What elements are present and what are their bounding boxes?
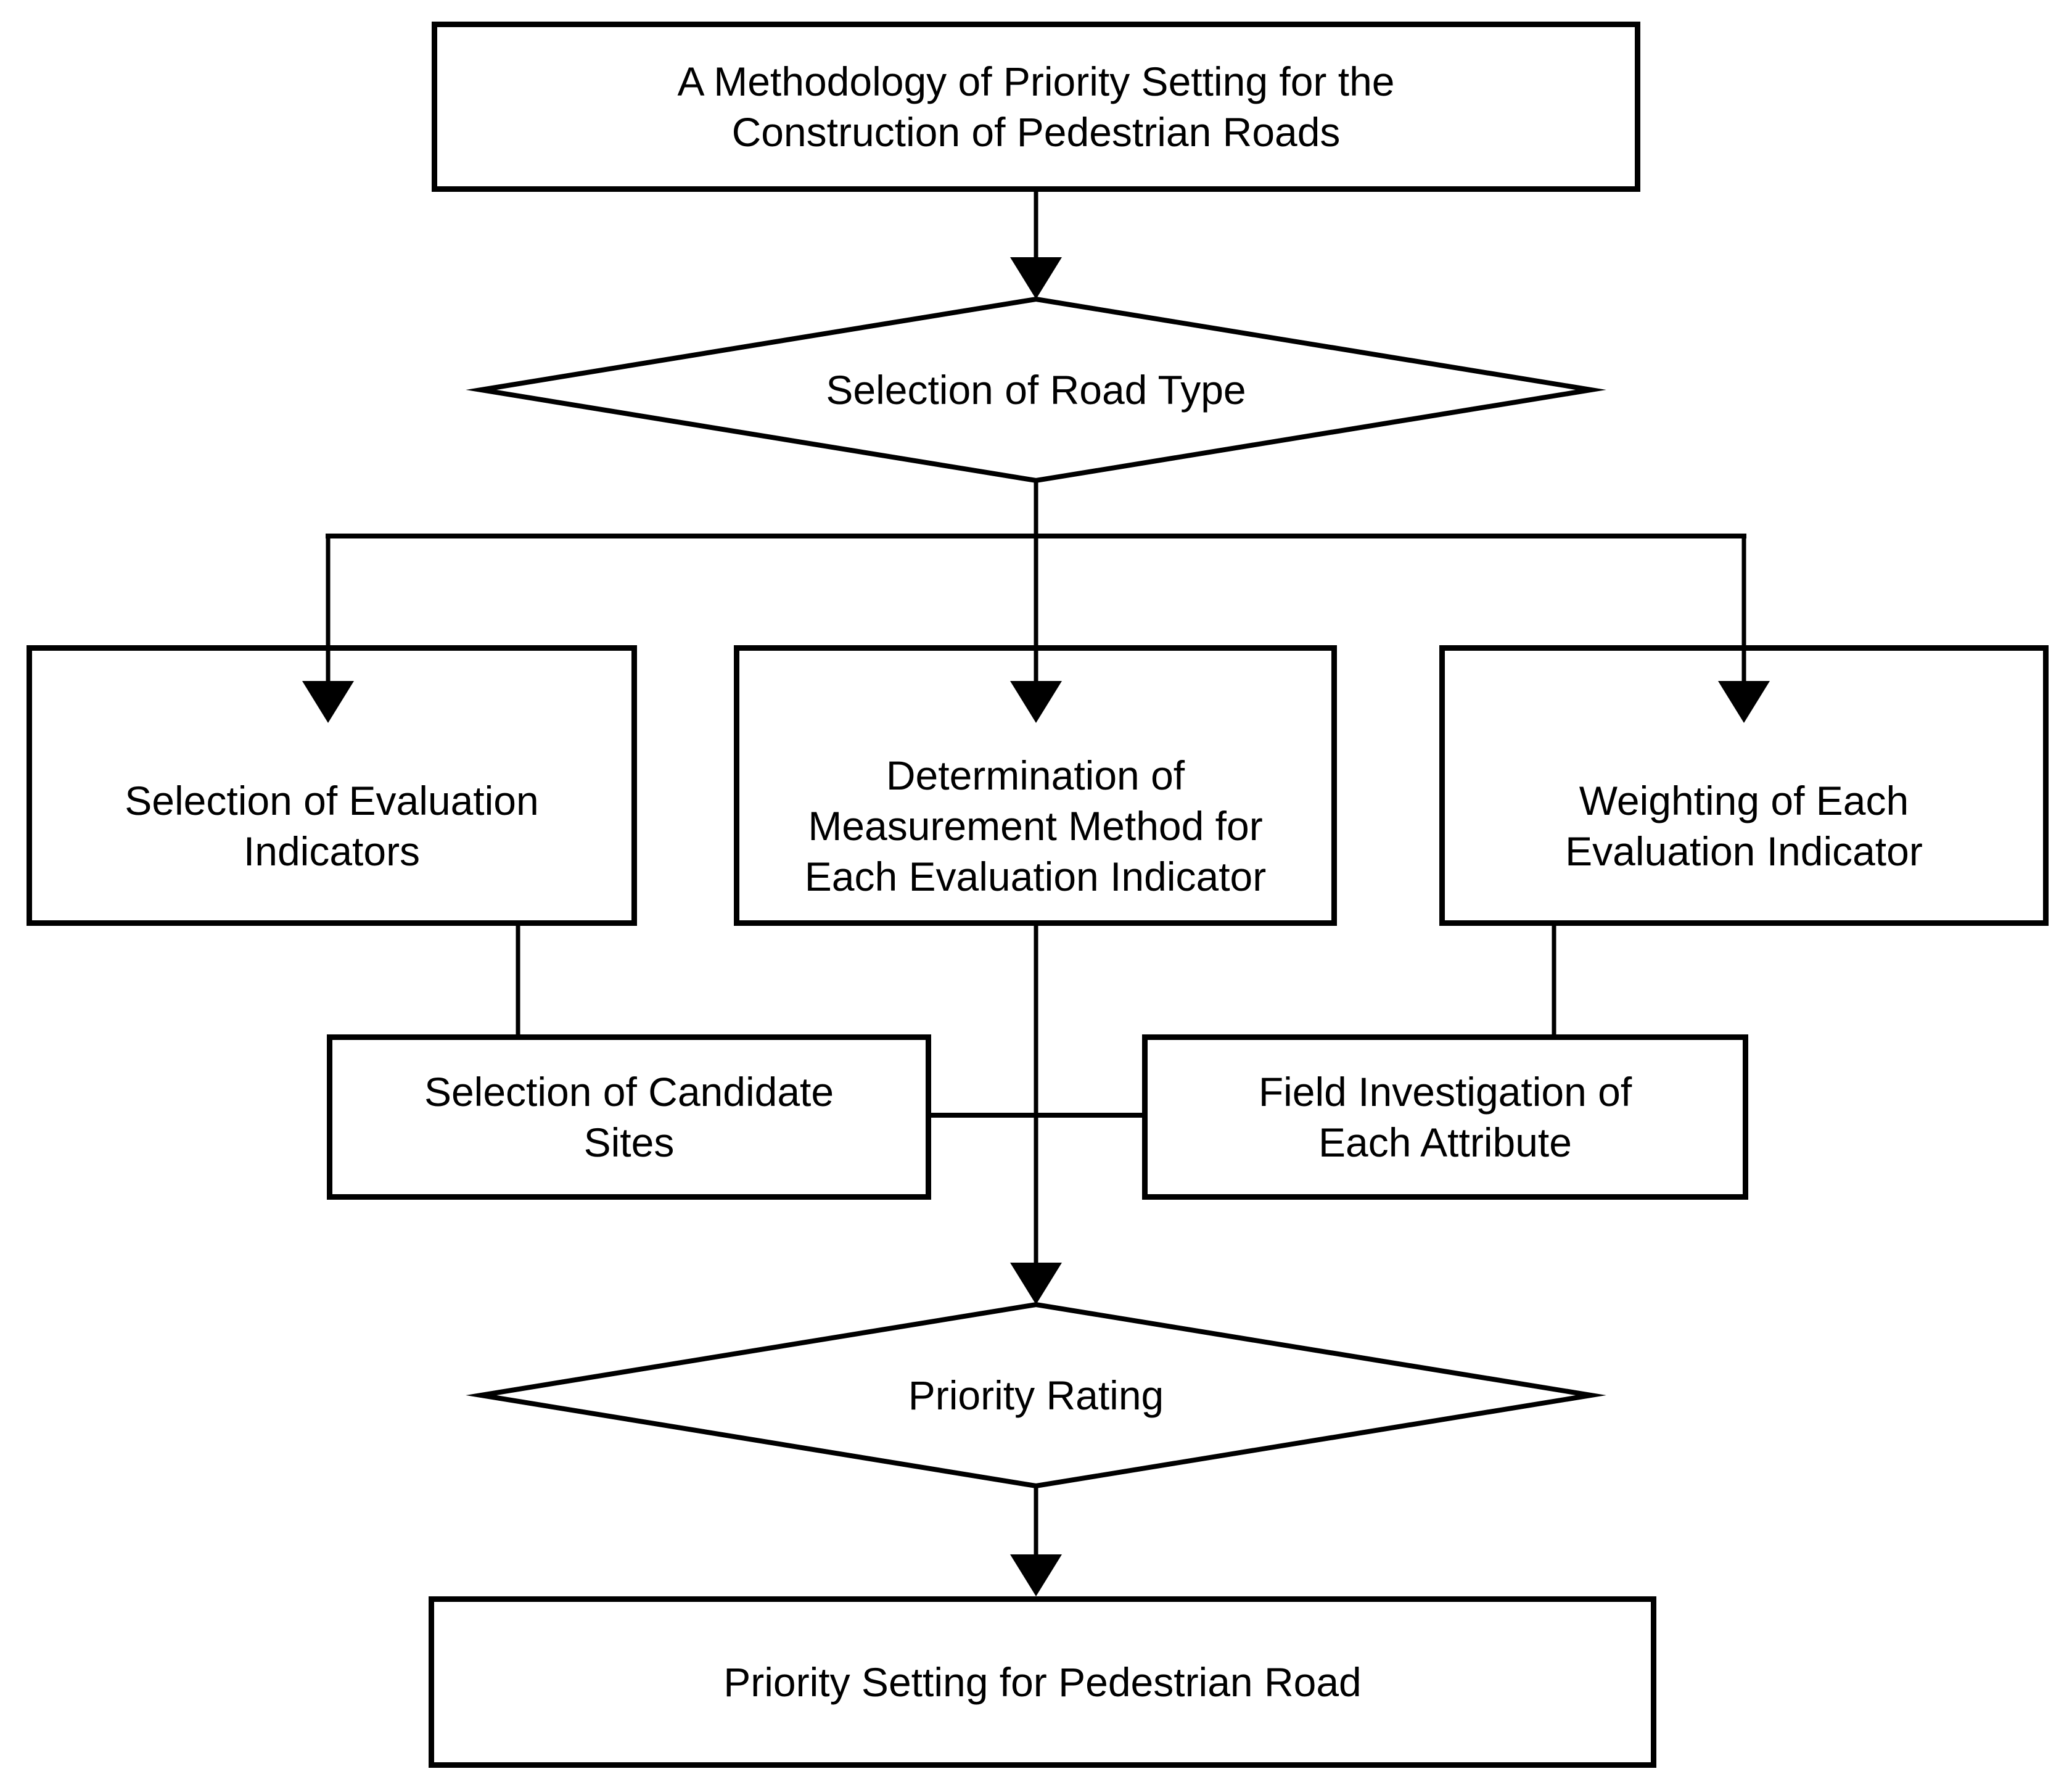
field-investigation-box: Field Investigation of Each Attribute <box>1142 1034 1748 1200</box>
candidate-sites-label-line2: Sites <box>583 1120 675 1165</box>
measurement-method-label-line1: Determination of <box>886 752 1185 798</box>
weighting-label-line1: Weighting of Each <box>1579 777 1909 823</box>
measurement-method-label-line2: Measurement Method for <box>808 802 1263 849</box>
measurement-method-label-line3: Each Evaluation Indicator <box>804 853 1267 899</box>
methodology-label-line2: Construction of Pedestrian Roads <box>731 109 1341 155</box>
evaluation-indicators-box: Selection of Evaluation Indicators <box>27 645 637 926</box>
arrowhead-to-priority-setting-icon <box>1010 1554 1062 1596</box>
priority-setting-label: Priority Setting for Pedestrian Road <box>723 1659 1362 1705</box>
arrowhead-to-road-type-icon <box>1010 257 1062 299</box>
field-investigation-label-line1: Field Investigation of <box>1258 1069 1632 1115</box>
candidate-sites-label-line1: Selection of Candidate <box>424 1069 834 1115</box>
measurement-method-box: Determination of Measurement Method for … <box>734 645 1337 926</box>
arrowhead-to-priority-rating-icon <box>1010 1263 1062 1305</box>
priority-rating-label: Priority Rating <box>908 1372 1164 1418</box>
evaluation-indicators-label-line2: Indicators <box>243 828 421 874</box>
weighting-label-line2: Evaluation Indicator <box>1565 828 1923 874</box>
methodology-label-line1: A Methodology of Priority Setting for th… <box>677 59 1395 104</box>
priority-setting-box: Priority Setting for Pedestrian Road <box>429 1596 1656 1768</box>
candidate-sites-box: Selection of Candidate Sites <box>327 1034 931 1200</box>
road-type-label: Selection of Road Type <box>826 367 1246 413</box>
weighting-box: Weighting of Each Evaluation Indicator <box>1439 645 2049 926</box>
methodology-box: A Methodology of Priority Setting for th… <box>432 22 1640 192</box>
evaluation-indicators-label-line1: Selection of Evaluation <box>125 777 539 823</box>
field-investigation-label-line2: Each Attribute <box>1318 1120 1572 1165</box>
